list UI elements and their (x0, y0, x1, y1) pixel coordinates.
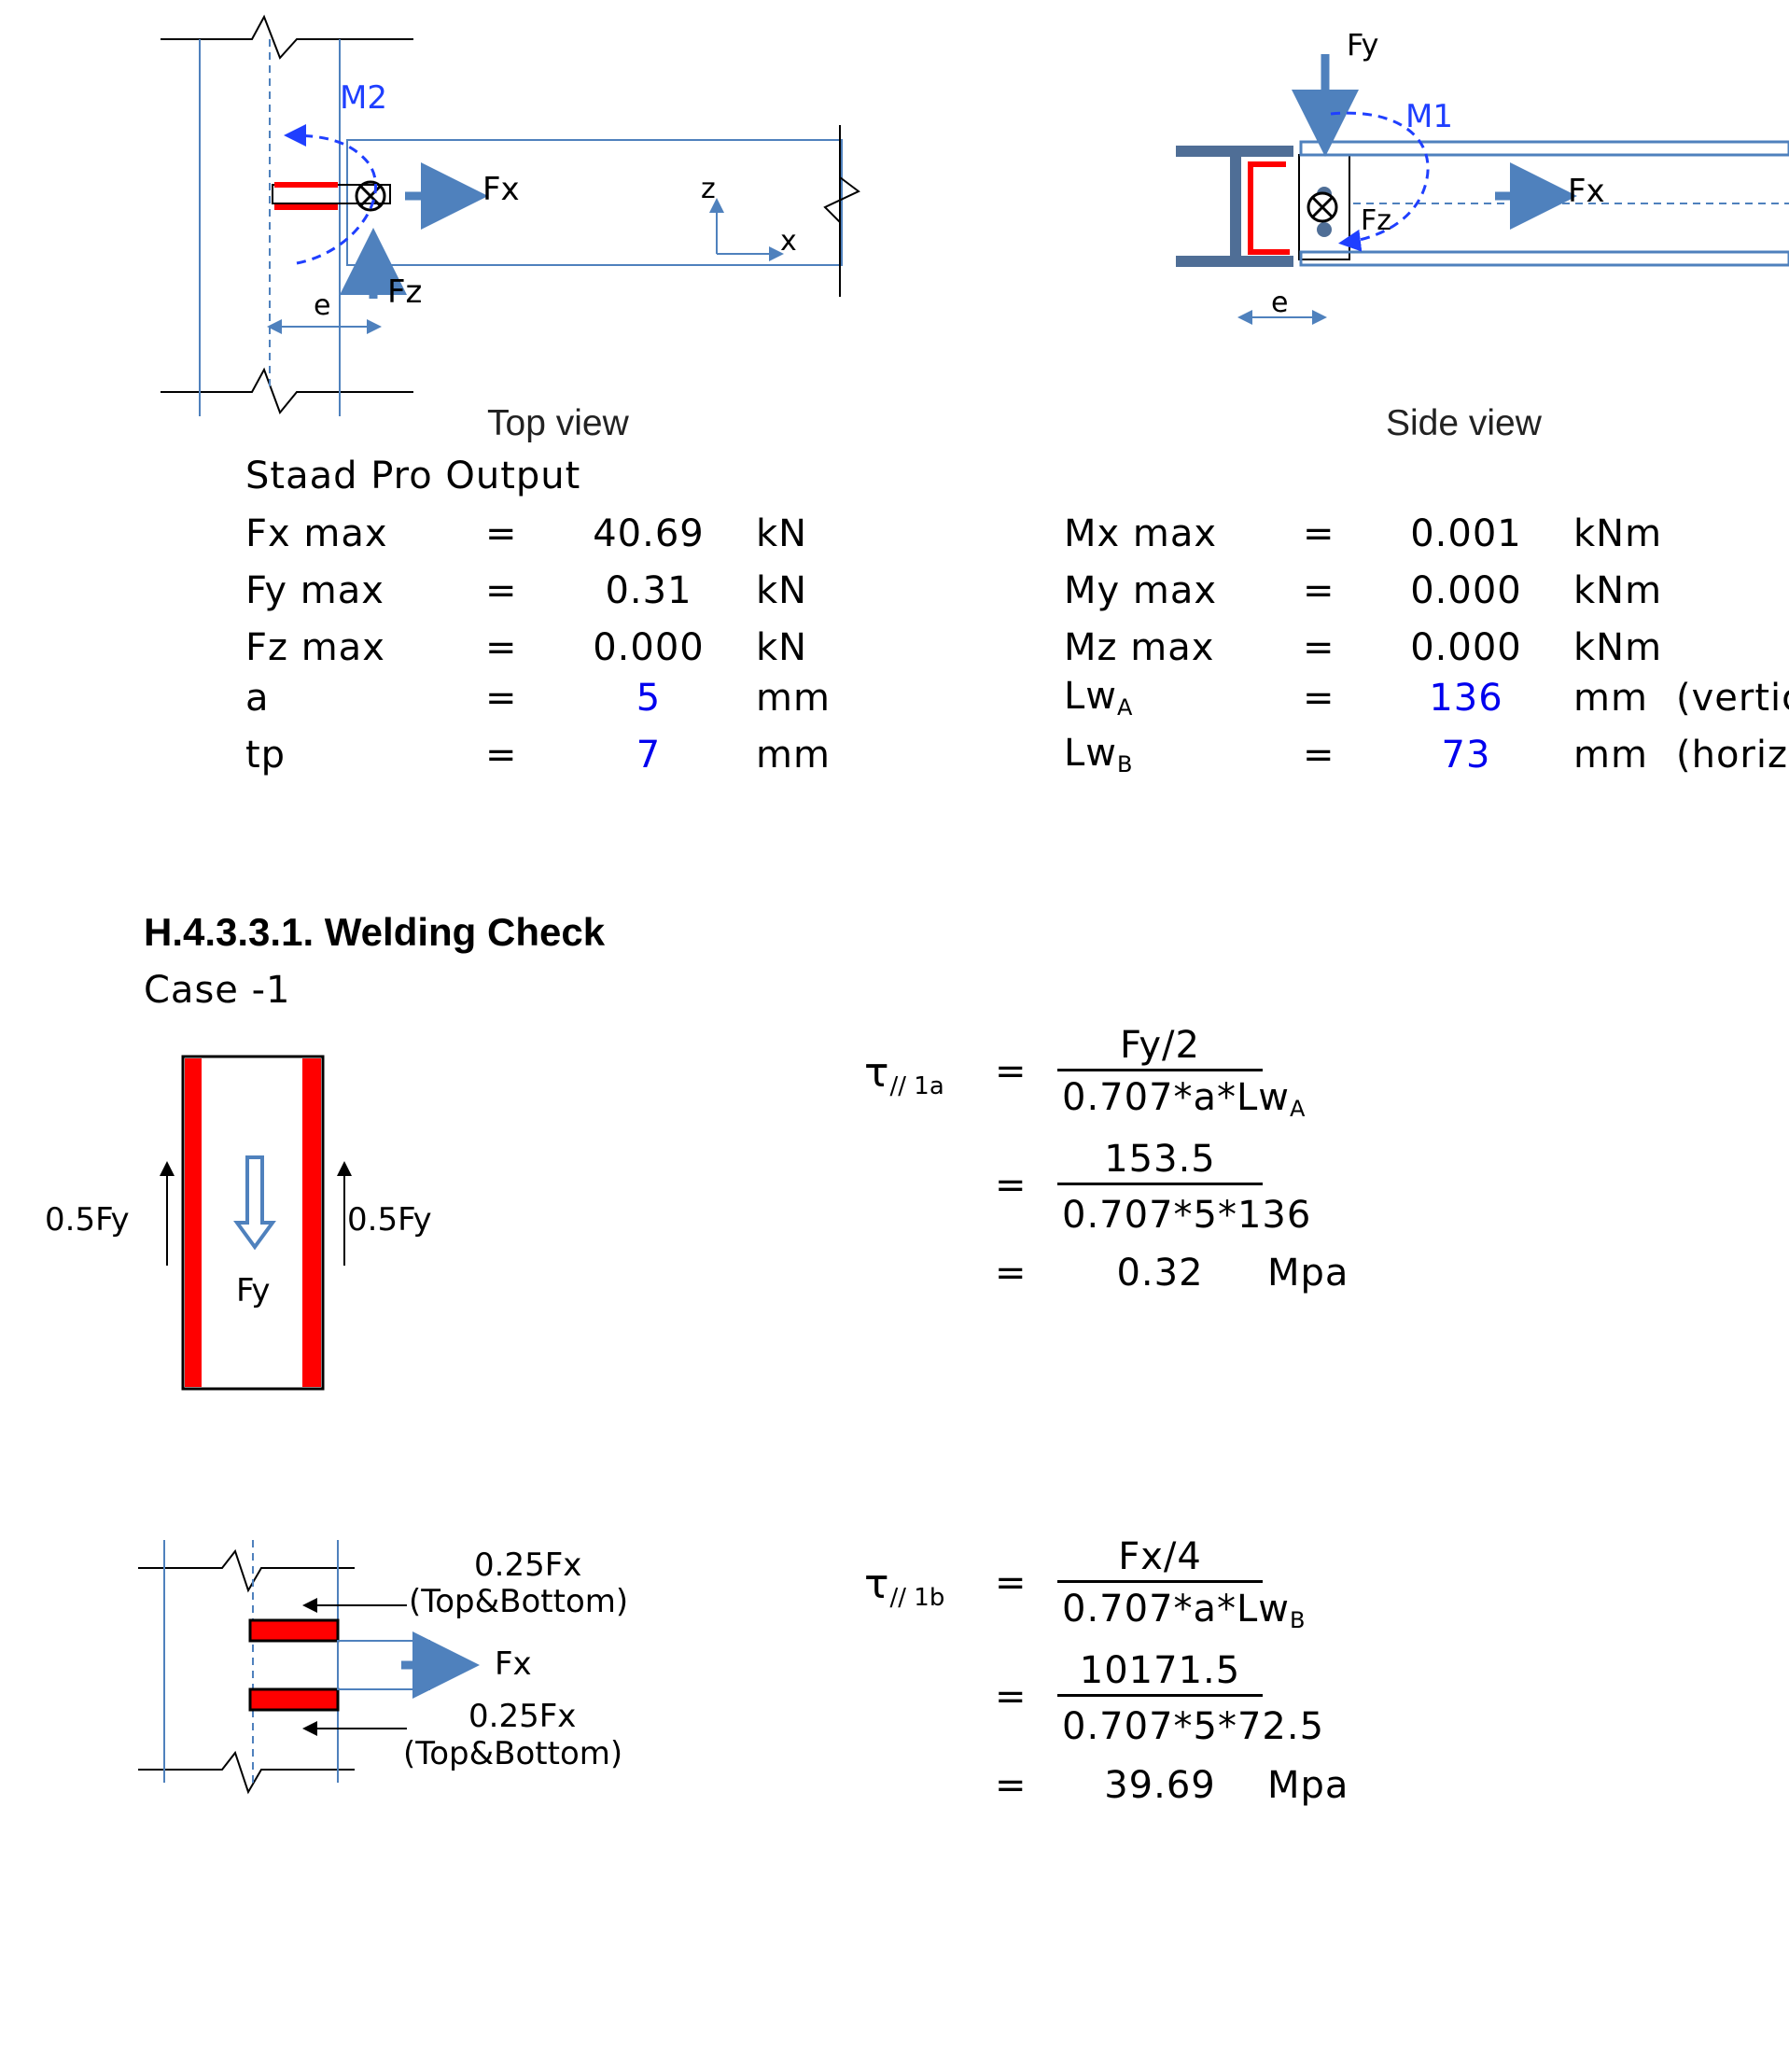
force-label-center: Fy (236, 1272, 271, 1309)
equals-sign: = (995, 1561, 1027, 1604)
tau-symbol: τ// 1b (864, 1561, 945, 1612)
fraction-bar (1057, 1183, 1263, 1185)
equals-sign: = (995, 1252, 1027, 1295)
fraction-bar (1057, 1694, 1263, 1697)
force-label-bottom-note: (Top&Bottom) (403, 1735, 623, 1772)
equals-sign: = (1303, 626, 1335, 669)
result-value: 39.69 (1104, 1764, 1216, 1807)
force-label-fy: Fy (1347, 27, 1379, 63)
param-unit: mm (756, 734, 831, 777)
param-unit: mm (1573, 734, 1648, 777)
equals-sign: = (485, 626, 518, 669)
fraction-numerator: Fx/4 (1118, 1535, 1202, 1578)
param-name: Fy max (245, 569, 384, 612)
force-label-top-note: (Top&Bottom) (409, 1583, 629, 1620)
param-value: 0.000 (593, 626, 705, 669)
param-unit: kN (756, 569, 808, 612)
section-heading: H.4.3.3.1. Welding Check (144, 910, 606, 954)
force-label-left: 0.5Fy (45, 1201, 130, 1239)
param-name: Fz max (245, 626, 385, 669)
equals-sign: = (485, 734, 518, 777)
param-name: Mx max (1064, 512, 1218, 555)
param-value: 73 (1441, 734, 1491, 777)
param-value: 136 (1429, 677, 1503, 720)
force-label-fx: Fx (482, 171, 520, 208)
equals-sign: = (485, 677, 518, 720)
equals-sign: = (1303, 512, 1335, 555)
param-value: 0.31 (605, 569, 692, 612)
result-unit: Mpa (1267, 1764, 1349, 1807)
param-note: (vertica (1676, 677, 1789, 720)
param-name: a (245, 677, 270, 720)
equals-sign: = (485, 569, 518, 612)
param-unit: kNm (1573, 569, 1663, 612)
force-label-fz-side: Fz (1361, 204, 1392, 237)
force-label-right: 0.5Fy (347, 1201, 432, 1239)
fraction-numerator: 10171.5 (1079, 1649, 1241, 1692)
param-unit: kN (756, 626, 808, 669)
fraction-denominator: 0.707*a*LwA (1062, 1076, 1306, 1123)
param-value: 40.69 (593, 512, 705, 555)
equals-sign: = (995, 1050, 1027, 1093)
equals-sign: = (995, 1675, 1027, 1718)
result-unit: Mpa (1267, 1252, 1349, 1295)
force-label-bottom: 0.25Fx (468, 1698, 577, 1735)
force-label-fz: Fz (387, 273, 423, 311)
equals-sign: = (995, 1764, 1027, 1807)
side-view-caption: Side view (1386, 403, 1542, 443)
output-title: Staad Pro Output (245, 455, 581, 497)
param-unit: kNm (1573, 626, 1663, 669)
moment-label-m2: M2 (340, 79, 387, 117)
param-value: 0.001 (1410, 512, 1522, 555)
param-value: 0.000 (1410, 626, 1522, 669)
equals-sign: = (485, 512, 518, 555)
force-label-top: 0.25Fx (474, 1547, 582, 1584)
fraction-denominator: 0.707*5*136 (1062, 1194, 1312, 1237)
param-name: LwB (1064, 732, 1133, 778)
moment-label-m1: M1 (1405, 98, 1453, 135)
param-unit: mm (1573, 677, 1648, 720)
case-label: Case -1 (144, 969, 291, 1012)
top-view-caption: Top view (487, 403, 629, 443)
equals-sign: = (1303, 677, 1335, 720)
force-label-fx: Fx (495, 1645, 532, 1683)
param-name: tp (245, 734, 287, 777)
param-value: 0.000 (1410, 569, 1522, 612)
fraction-denominator: 0.707*5*72.5 (1062, 1705, 1325, 1748)
param-name: My max (1064, 569, 1218, 612)
param-unit: kNm (1573, 512, 1663, 555)
param-value: 7 (636, 734, 662, 777)
fraction-denominator: 0.707*a*LwB (1062, 1588, 1306, 1634)
fraction-numerator: Fy/2 (1120, 1024, 1200, 1067)
force-label-fx-side: Fx (1568, 173, 1605, 210)
fraction-bar (1057, 1580, 1263, 1583)
axis-label-x: x (780, 225, 797, 258)
axis-label-z: z (701, 173, 716, 205)
fraction-numerator: 153.5 (1104, 1138, 1216, 1181)
param-name: Mz max (1064, 626, 1215, 669)
tau-symbol: τ// 1a (864, 1049, 944, 1100)
equals-sign: = (995, 1164, 1027, 1207)
param-unit: kN (756, 512, 808, 555)
param-name: LwA (1064, 675, 1133, 721)
param-value: 5 (636, 677, 662, 720)
param-note: (horizo (1676, 734, 1789, 777)
param-name: Fx max (245, 512, 388, 555)
param-unit: mm (756, 677, 831, 720)
eccentricity-label: e (314, 289, 331, 322)
equals-sign: = (1303, 734, 1335, 777)
result-value: 0.32 (1116, 1252, 1204, 1295)
equals-sign: = (1303, 569, 1335, 612)
eccentricity-label-side: e (1271, 287, 1289, 319)
fraction-bar (1057, 1069, 1263, 1071)
